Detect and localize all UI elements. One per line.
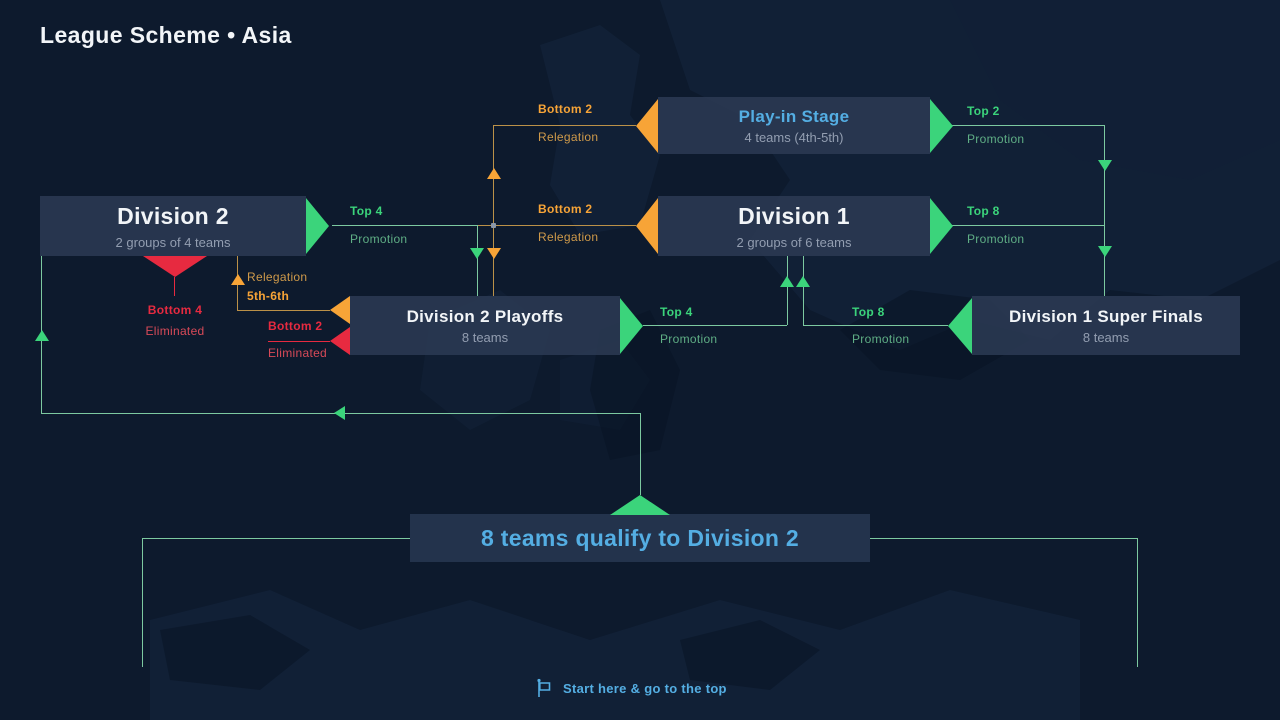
arrow-up-icon bbox=[487, 168, 501, 179]
playin-top2-action-label: Promotion bbox=[967, 132, 1025, 146]
playoffs-promotion-out-arrow bbox=[620, 298, 643, 354]
superfinals-top8-rank-label: Top 8 bbox=[852, 305, 885, 319]
division2-box: Division 2 2 groups of 4 teams bbox=[40, 196, 306, 256]
playoffs-bottom2-action-label: Eliminated bbox=[268, 346, 328, 360]
div1-bottom2-rank-label: Bottom 2 bbox=[538, 202, 593, 216]
division1-box: Division 1 2 groups of 6 teams bbox=[658, 196, 930, 256]
arrow-up-icon bbox=[231, 274, 245, 285]
line-div2-top4-h bbox=[332, 225, 477, 226]
div2-top4-action-label: Promotion bbox=[350, 232, 408, 246]
line-start-left-h bbox=[142, 538, 410, 539]
division2-promotion-out-arrow bbox=[306, 198, 329, 254]
line-promote-to-superfinals-v bbox=[1104, 125, 1105, 296]
div1-top8-rank-label: Top 8 bbox=[967, 204, 1000, 218]
playin-top2-rank-label: Top 2 bbox=[967, 104, 1000, 118]
playin-bottom2-action-label: Relegation bbox=[538, 130, 599, 144]
playoffs-eliminated-out-arrow bbox=[330, 327, 350, 355]
division1-title: Division 1 bbox=[738, 202, 850, 229]
line-superfinals-top8-v bbox=[803, 256, 804, 325]
superfinals-promotion-out-arrow bbox=[948, 298, 972, 354]
arrow-down-icon bbox=[487, 248, 501, 259]
line-div2-top4-v bbox=[477, 225, 478, 296]
start-here-label: Start here & go to the top bbox=[563, 680, 727, 696]
line-qualify-v bbox=[640, 413, 641, 495]
line-div2-elim-v bbox=[174, 277, 175, 296]
line-div1-top8-h bbox=[952, 225, 1105, 226]
line-start-right-h bbox=[870, 538, 1137, 539]
playoffs-releg-action-label: Relegation bbox=[247, 270, 308, 284]
page-title: League Scheme • Asia bbox=[40, 22, 292, 48]
line-playin-top2-h bbox=[952, 125, 1105, 126]
division2-playoffs-subtitle: 8 teams bbox=[461, 329, 509, 345]
playin-stage-subtitle: 4 teams (4th-5th) bbox=[744, 129, 844, 145]
div1-bottom2-action-label: Relegation bbox=[538, 230, 599, 244]
div1-top8-action-label: Promotion bbox=[967, 232, 1025, 246]
division2-title: Division 2 bbox=[117, 202, 229, 229]
div2-bottom4-action-label: Eliminated bbox=[145, 324, 205, 338]
start-here-note: Start here & go to the top bbox=[535, 678, 727, 698]
division2-playoffs-box: Division 2 Playoffs 8 teams bbox=[350, 296, 620, 355]
division2-subtitle: 2 groups of 4 teams bbox=[115, 234, 231, 250]
playin-promotion-out-arrow bbox=[930, 99, 953, 153]
line-start-left-v bbox=[142, 538, 143, 667]
line-div1-bottom2-h bbox=[477, 225, 636, 226]
qualify-box: 8 teams qualify to Division 2 bbox=[410, 514, 870, 562]
playin-stage-box: Play-in Stage 4 teams (4th-5th) bbox=[658, 97, 930, 154]
playoffs-top4-action-label: Promotion bbox=[660, 332, 718, 346]
division1-superfinals-box: Division 1 Super Finals 8 teams bbox=[972, 296, 1240, 355]
division1-promotion-out-arrow bbox=[930, 198, 953, 254]
qualify-up-arrow bbox=[610, 495, 670, 515]
playin-stage-title: Play-in Stage bbox=[738, 106, 850, 126]
playin-relegation-out-arrow bbox=[636, 99, 658, 153]
line-playoffs-releg-h bbox=[237, 310, 330, 311]
playin-bottom2-rank-label: Bottom 2 bbox=[538, 102, 593, 116]
division2-playoffs-title: Division 2 Playoffs bbox=[406, 306, 564, 326]
playoffs-relegation-out-arrow bbox=[330, 296, 350, 324]
arrow-up-icon bbox=[35, 330, 49, 341]
arrow-down-icon bbox=[1098, 246, 1112, 257]
superfinals-top8-action-label: Promotion bbox=[852, 332, 910, 346]
div2-bottom4-rank-label: Bottom 4 bbox=[147, 303, 203, 317]
line-start-right-v bbox=[1137, 538, 1138, 667]
arrow-left-icon bbox=[334, 406, 345, 420]
flag-icon bbox=[537, 678, 551, 697]
line-superfinals-top8-h bbox=[803, 325, 948, 326]
division2-eliminated-out-arrow bbox=[143, 256, 207, 277]
superfinals-title: Division 1 Super Finals bbox=[1009, 306, 1203, 326]
div2-top4-rank-label: Top 4 bbox=[350, 204, 383, 218]
playoffs-bottom2-rank-label: Bottom 2 bbox=[268, 319, 323, 333]
line-playoffs-elim-h bbox=[268, 341, 330, 342]
line-relegation-v bbox=[493, 125, 494, 296]
line-playoffs-top4-v bbox=[787, 256, 788, 325]
playoffs-releg-rank-label: 5th-6th bbox=[247, 289, 290, 303]
line-playoffs-top4-h bbox=[643, 325, 787, 326]
junction-dot bbox=[491, 223, 496, 228]
superfinals-subtitle: 8 teams bbox=[1082, 329, 1130, 345]
arrow-up-icon bbox=[780, 276, 794, 287]
playoffs-top4-rank-label: Top 4 bbox=[660, 305, 693, 319]
line-playin-bottom2-h bbox=[493, 125, 636, 126]
arrow-down-icon bbox=[470, 248, 484, 259]
arrow-down-icon bbox=[1098, 160, 1112, 171]
division1-relegation-out-arrow bbox=[636, 198, 658, 254]
qualify-title: 8 teams qualify to Division 2 bbox=[480, 524, 799, 551]
division1-subtitle: 2 groups of 6 teams bbox=[736, 234, 852, 250]
arrow-up-icon bbox=[796, 276, 810, 287]
